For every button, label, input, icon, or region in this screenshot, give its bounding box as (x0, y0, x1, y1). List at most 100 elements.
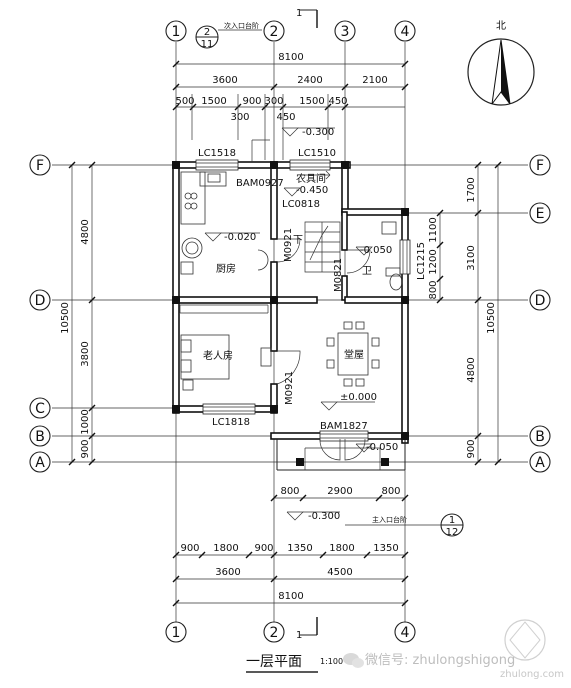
svg-text:BAM0927: BAM0927 (236, 178, 284, 189)
svg-text:1: 1 (172, 24, 181, 40)
svg-text:3: 3 (341, 24, 350, 40)
svg-text:E: E (536, 206, 545, 222)
svg-text:LC1518: LC1518 (198, 148, 236, 159)
svg-text:300: 300 (230, 112, 249, 123)
svg-text:1: 1 (449, 515, 455, 526)
north-compass: 北 (467, 20, 535, 106)
svg-text:1350: 1350 (373, 543, 398, 554)
svg-text:-0.300: -0.300 (308, 511, 340, 522)
room-toilet: 卫 (362, 266, 372, 277)
svg-text:900: 900 (466, 439, 477, 458)
svg-text:4500: 4500 (327, 567, 352, 578)
room-kitchen: 厨房 (216, 262, 236, 275)
axis-bubble-D-right: D (529, 289, 551, 311)
svg-text:800: 800 (381, 486, 400, 497)
opening-labels: LC1518 LC1510 BAM0927 LC0818 M0921 下 M08… (198, 148, 427, 432)
svg-text:BAM1827: BAM1827 (320, 421, 368, 432)
svg-text:3600: 3600 (215, 567, 240, 578)
svg-text:2: 2 (204, 27, 210, 38)
axis-bubbles: 1 2 3 4 1 2 4 F D C B A F E D B A (29, 20, 551, 643)
svg-text:800: 800 (428, 280, 439, 299)
svg-text:1800: 1800 (213, 543, 238, 554)
top-dimensions: 8100 3600 2400 2100 500 1500 900 300 150… (172, 52, 409, 160)
furniture (179, 139, 403, 391)
svg-text:1800: 1800 (329, 543, 354, 554)
svg-text:1350: 1350 (287, 543, 312, 554)
svg-text:1:100: 1:100 (320, 657, 343, 666)
axis-bubble-2-bottom: 2 (263, 621, 285, 643)
svg-text:900: 900 (80, 439, 91, 458)
room-names: 厨房 老人房 堂屋 农具间 卫 (203, 172, 372, 362)
svg-text:M0821: M0821 (333, 258, 344, 292)
svg-text:2100: 2100 (362, 75, 387, 86)
svg-text:11: 11 (201, 39, 214, 50)
axis-bubble-E-right: E (529, 202, 551, 224)
axis-bubble-3-top: 3 (334, 20, 356, 42)
svg-text:1: 1 (296, 8, 302, 19)
section-mark-bottom: 1 (296, 617, 318, 641)
axis-bubble-1-top: 1 (165, 20, 187, 42)
detail-ref-bottom: 1 12 主入口台阶 (345, 513, 464, 538)
svg-text:LC1215: LC1215 (416, 242, 427, 280)
svg-text:10500: 10500 (60, 302, 71, 334)
svg-text:8100: 8100 (278, 52, 303, 63)
windows (195, 159, 411, 442)
svg-text:1500: 1500 (299, 96, 324, 107)
svg-text:M0921: M0921 (284, 371, 295, 405)
axis-bubble-B-left: B (29, 425, 51, 447)
elevation-marks: -0.300 -0.450 -0.020 -0.050 ±0.000 -0.05… (204, 127, 398, 522)
svg-text:F: F (536, 158, 544, 174)
axis-bubble-F-right: F (529, 154, 551, 176)
watermark: 微信号: zhulongshigong zhulong.com (343, 619, 564, 680)
axis-bubble-4-top: 4 (394, 20, 416, 42)
drawing-title-text: 一层平面 (246, 654, 302, 670)
svg-text:D: D (35, 293, 46, 309)
svg-text:3600: 3600 (212, 75, 237, 86)
svg-text:-0.020: -0.020 (224, 232, 256, 243)
svg-text:±0.000: ±0.000 (340, 392, 377, 403)
bottom-dimensions: 900 1800 900 1350 1800 1350 3600 4500 81… (172, 486, 409, 607)
svg-text:800: 800 (280, 486, 299, 497)
door-swings (276, 238, 371, 461)
svg-text:2400: 2400 (297, 75, 322, 86)
svg-text:500: 500 (175, 96, 194, 107)
axis-bubble-D-left: D (29, 289, 51, 311)
svg-text:-0.300: -0.300 (302, 127, 334, 138)
svg-text:B: B (535, 429, 545, 445)
room-tool: 农具间 (296, 172, 326, 185)
svg-text:300: 300 (264, 96, 283, 107)
svg-text:450: 450 (276, 112, 295, 123)
svg-text:A: A (535, 455, 545, 471)
svg-text:1100: 1100 (428, 217, 439, 242)
svg-text:4800: 4800 (466, 357, 477, 382)
room-elder: 老人房 (203, 349, 233, 362)
svg-text:主入口台阶: 主入口台阶 (372, 515, 407, 524)
svg-text:1200: 1200 (428, 249, 439, 274)
svg-text:LC1510: LC1510 (298, 148, 336, 159)
svg-text:A: A (35, 455, 45, 471)
svg-text:-0.050: -0.050 (360, 245, 392, 256)
svg-text:2: 2 (270, 24, 279, 40)
wechat-icon (343, 653, 364, 668)
axis-bubble-F-left: F (29, 154, 51, 176)
svg-text:900: 900 (242, 96, 261, 107)
svg-text:450: 450 (328, 96, 347, 107)
room-hall: 堂屋 (344, 349, 364, 361)
svg-text:1500: 1500 (201, 96, 226, 107)
svg-text:下: 下 (293, 235, 303, 246)
svg-text:次入口台阶: 次入口台阶 (224, 21, 259, 30)
svg-text:2: 2 (270, 625, 279, 641)
axis-bubble-1-bottom: 1 (165, 621, 187, 643)
svg-text:4: 4 (401, 625, 410, 641)
svg-text:900: 900 (180, 543, 199, 554)
left-dimensions: 10500 4800 3800 1000 900 (60, 161, 96, 466)
svg-text:B: B (35, 429, 45, 445)
structural-columns (172, 161, 409, 466)
svg-text:1: 1 (296, 630, 302, 641)
right-dimensions: 10500 1700 3100 4800 900 1100 1200 800 (428, 161, 502, 466)
svg-text:1: 1 (172, 625, 181, 641)
svg-text:北: 北 (496, 20, 506, 32)
svg-text:F: F (36, 158, 44, 174)
svg-text:4800: 4800 (80, 219, 91, 244)
axis-bubble-A-left: A (29, 451, 51, 473)
